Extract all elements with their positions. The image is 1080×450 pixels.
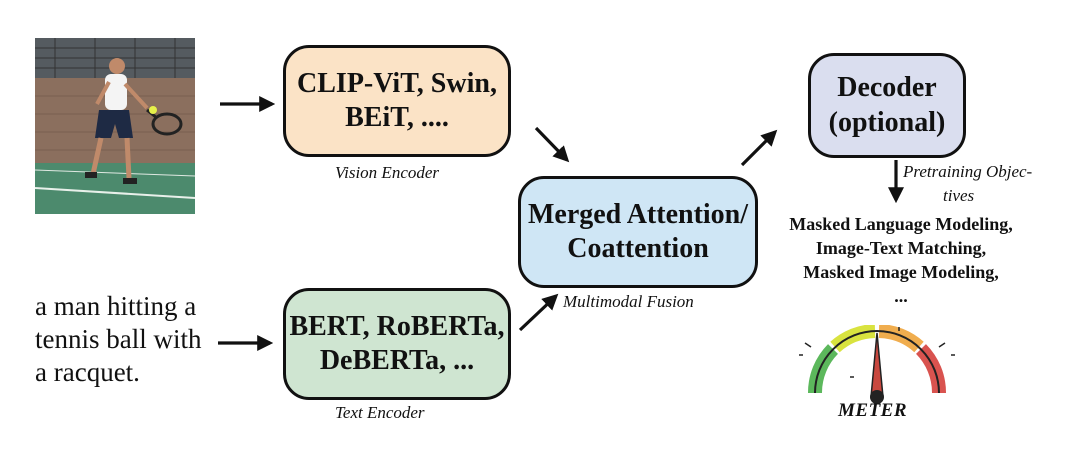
objective-item: ... [894,286,908,306]
arrow-fusion-to-decoder [740,129,778,167]
vision-encoder-line: BEiT, .... [345,102,449,133]
fusion-line: Merged Attention/ [527,198,749,230]
fusion-caption: Multimodal Fusion [563,292,694,311]
text-encoder-line: DeBERTa, ... [319,345,475,376]
decoder-line: Decoder [837,72,937,104]
text-encoder-box: BERT, RoBERTa, DeBERTa, ... [283,288,511,400]
fusion-line: Coattention [567,233,709,264]
arrow-vision-to-fusion [534,126,570,163]
meter-gauge-icon [799,325,955,404]
pretraining-caption-line: tives [943,186,975,205]
decoder-box: Decoder (optional) [808,53,966,158]
input-image [35,38,195,214]
pretraining-objectives: Masked Language Modeling, Image-Text Mat… [766,212,1036,308]
objective-item: Masked Image Modeling, [803,262,999,282]
input-caption: a man hitting a tennis ball with a racqu… [35,290,201,389]
pretraining-caption-line: Pretraining Objec- [903,162,1033,181]
vision-encoder-box: CLIP-ViT, Swin, BEiT, .... [283,45,511,157]
objective-item: Masked Language Modeling, [789,214,1013,234]
input-caption-line: tennis ball with [35,324,202,354]
input-caption-line: a racquet. [35,357,140,387]
text-encoder-caption: Text Encoder [335,403,425,422]
decoder-line: (optional) [828,106,946,138]
vision-encoder-line: CLIP-ViT, Swin, [297,67,497,99]
fusion-box: Merged Attention/ Coattention [518,176,758,288]
input-caption-line: a man hitting a [35,291,197,321]
pretraining-caption: Pretraining Objec- tives [903,160,1032,208]
meter-logo-text: METER [838,400,908,421]
arrow-text-to-fusion [518,293,559,332]
objective-item: Image-Text Matching, [815,238,987,258]
text-encoder-line: BERT, RoBERTa, [289,310,505,342]
vision-encoder-caption: Vision Encoder [335,163,440,182]
